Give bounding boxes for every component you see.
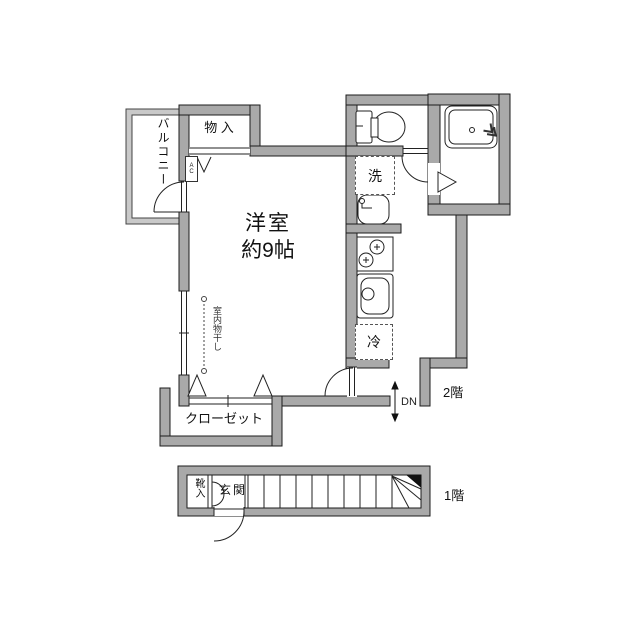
washer-space-label: 洗 bbox=[355, 156, 395, 195]
indoor-drying-label: 室内物干し bbox=[212, 306, 222, 351]
storage-label: 物 入 bbox=[204, 119, 234, 135]
room-bottom-wall bbox=[271, 395, 391, 407]
storage-top-wall bbox=[178, 104, 261, 116]
floor1-label: 1階 bbox=[444, 488, 465, 503]
window-left bbox=[179, 290, 189, 376]
toilet-door bbox=[401, 146, 429, 183]
ac-unit-label: AC bbox=[185, 156, 198, 182]
toilet-icon bbox=[355, 110, 406, 144]
door-swing-arc bbox=[401, 155, 429, 183]
walls-2f bbox=[159, 93, 511, 447]
hall-step-wall-v bbox=[419, 357, 431, 407]
bifold-door-marks bbox=[187, 373, 207, 397]
bath-right-wall bbox=[498, 93, 511, 216]
stairwell-inner bbox=[186, 474, 422, 509]
room-top-wall bbox=[249, 145, 358, 157]
ac-unit-text: AC bbox=[188, 163, 195, 175]
washroom-stub-wall bbox=[345, 223, 402, 234]
entrance-label: 玄関 bbox=[219, 483, 248, 497]
left-wall-mid bbox=[178, 211, 190, 292]
bifold-door-marks bbox=[196, 156, 212, 174]
closet-right-wall bbox=[271, 395, 283, 447]
winder-step bbox=[391, 475, 422, 490]
balcony-door bbox=[153, 180, 189, 213]
balcony-structure bbox=[125, 108, 189, 225]
bath-top-wall bbox=[427, 93, 511, 106]
storage-front bbox=[189, 147, 250, 174]
shoe-cabinet-door-arc bbox=[211, 481, 225, 507]
walls-1f bbox=[177, 465, 431, 517]
down-arrow-icon bbox=[391, 380, 399, 423]
winder-step bbox=[391, 475, 410, 509]
down-label: DN bbox=[401, 396, 417, 408]
door-swing-arc bbox=[324, 367, 354, 397]
left-wall-lower bbox=[178, 374, 190, 407]
bath-left-wall bbox=[427, 94, 441, 216]
stairs-icon bbox=[207, 474, 422, 509]
bifold-door-marks bbox=[253, 373, 273, 397]
bifold-door-marks bbox=[437, 171, 458, 193]
closet-front bbox=[187, 373, 273, 407]
closet-label: クローゼット bbox=[184, 410, 263, 426]
toilet-top-wall bbox=[345, 94, 441, 106]
room-name-label: 洋室 bbox=[245, 212, 291, 236]
toilet-bottom-wall bbox=[345, 145, 404, 157]
indoor-drying-line bbox=[201, 296, 207, 374]
washbasin-icon bbox=[357, 194, 390, 225]
balcony-label: バルコニー bbox=[156, 117, 170, 187]
winder-step bbox=[391, 475, 422, 501]
entrance-door bbox=[211, 481, 245, 542]
winder-top-step bbox=[405, 474, 422, 489]
closet-bottom-wall bbox=[159, 435, 283, 447]
bathroom-door bbox=[428, 163, 458, 195]
room-size-label: 約9帖 bbox=[241, 239, 295, 263]
door-swing-arc bbox=[213, 510, 245, 542]
shoe-storage-label: 靴入 bbox=[193, 478, 204, 498]
bathtub-icon bbox=[444, 105, 498, 149]
fridge-space-label: 冷 bbox=[355, 324, 393, 360]
room-entry-door bbox=[324, 366, 357, 397]
stove-icon bbox=[356, 236, 394, 272]
door-swing-arc bbox=[153, 181, 185, 213]
floor2-label: 2階 bbox=[443, 385, 464, 400]
kitchen-sink-icon bbox=[356, 273, 394, 319]
bath-bottom-wall bbox=[427, 203, 511, 216]
hall-right-wall bbox=[455, 214, 468, 364]
